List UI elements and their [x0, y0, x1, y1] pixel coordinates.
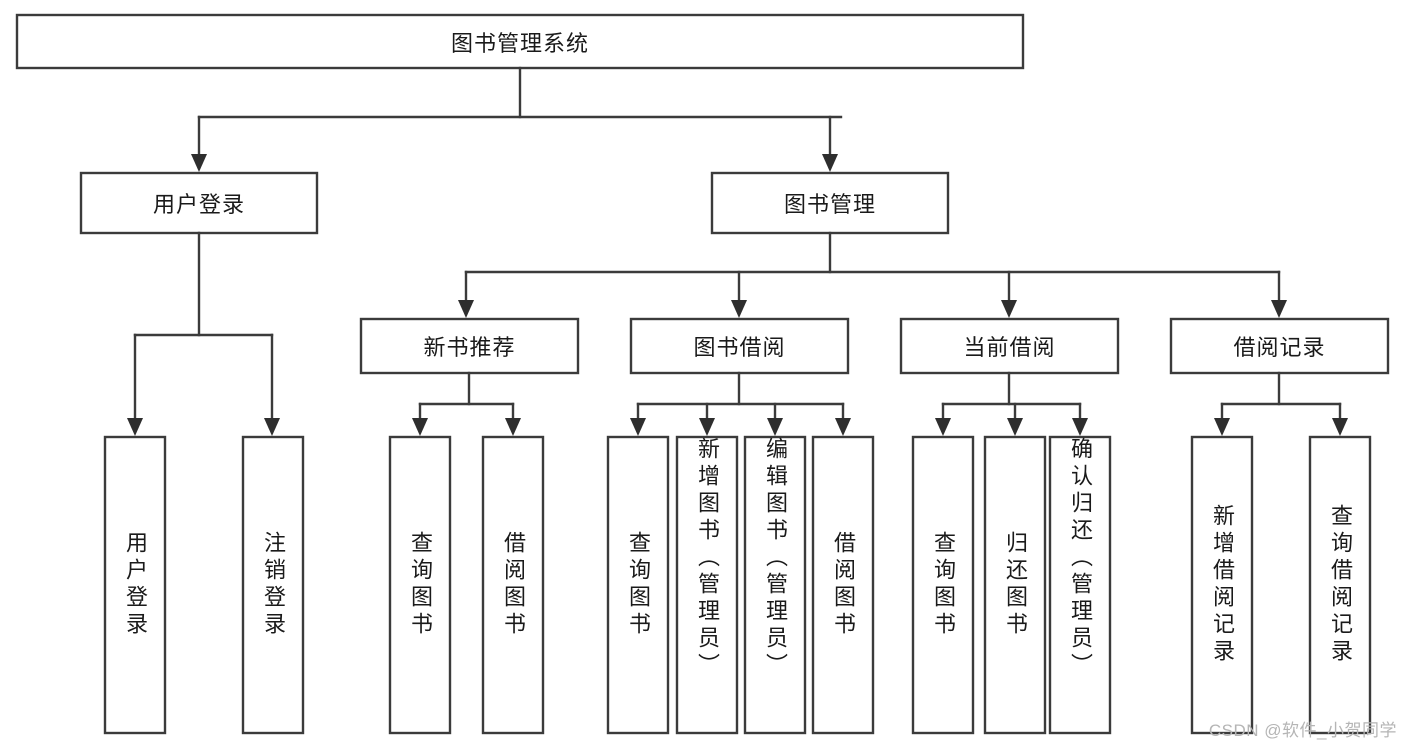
- leaf-label-text-1: 注销登录: [261, 531, 286, 639]
- connector-root-to-level2: [191, 66, 843, 172]
- leaf-label-text-12: 查询借阅记录: [1328, 504, 1353, 666]
- leaf-box-3[interactable]: [481, 435, 545, 735]
- leaf-box-12[interactable]: [1308, 435, 1372, 735]
- node-label-borrow-record: 借阅记录: [1171, 319, 1388, 373]
- watermark-text: CSDN @软件_小贺同学: [1208, 721, 1397, 740]
- leaf-label-text-5: 新增图书（管理员）: [695, 437, 720, 680]
- leaf-label-text-6: 编辑图书（管理员）: [763, 437, 788, 680]
- connector-new-book-recommend-to-leaves: [412, 371, 521, 436]
- borrow-record-label-text: 借阅记录: [1233, 335, 1326, 360]
- user-login-label-text: 用户登录: [152, 192, 245, 217]
- leaf-label-text-10: 确认归还（管理员）: [1068, 437, 1093, 680]
- leaf-label-4: 查询图书: [608, 437, 668, 733]
- leaf-box-0[interactable]: [103, 435, 167, 735]
- leaf-box-1[interactable]: [241, 435, 305, 735]
- leaf-box-6[interactable]: [743, 435, 807, 735]
- leaf-label-text-3: 借阅图书: [501, 531, 526, 639]
- book-management-label-text: 图书管理: [783, 192, 876, 217]
- connector-book-management-to-level3: [458, 231, 1287, 318]
- leaf-label-8: 查询图书: [913, 437, 973, 733]
- leaf-box-2[interactable]: [388, 435, 452, 735]
- node-label-root: 图书管理系统: [17, 15, 1023, 68]
- leaf-label-text-0: 用户登录: [123, 531, 148, 639]
- leaf-label-text-7: 借阅图书: [831, 531, 856, 639]
- leaf-label-11: 新增借阅记录: [1192, 437, 1252, 733]
- leaf-box-10[interactable]: [1048, 435, 1112, 735]
- node-box-new-book-recommend[interactable]: [359, 317, 580, 375]
- connector-current-borrow-to-leaves: [935, 371, 1088, 436]
- node-label-new-book-recommend: 新书推荐: [361, 319, 578, 373]
- leaf-label-6: 编辑图书（管理员）: [745, 437, 805, 733]
- leaf-box-4[interactable]: [606, 435, 670, 735]
- node-label-user-login: 用户登录: [81, 173, 317, 233]
- leaf-box-5[interactable]: [675, 435, 739, 735]
- leaf-label-3: 借阅图书: [483, 437, 543, 733]
- leaf-label-text-11: 新增借阅记录: [1210, 504, 1235, 666]
- leaf-label-text-2: 查询图书: [408, 531, 433, 639]
- leaf-box-8[interactable]: [911, 435, 975, 735]
- leaf-label-9: 归还图书: [985, 437, 1045, 733]
- current-borrow-label-text: 当前借阅: [963, 335, 1056, 360]
- leaf-label-7: 借阅图书: [813, 437, 873, 733]
- node-box-current-borrow[interactable]: [899, 317, 1120, 375]
- node-label-book-management: 图书管理: [712, 173, 948, 233]
- leaf-label-10: 确认归还（管理员）: [1050, 437, 1110, 733]
- connector-book-borrow-to-leaves: [630, 371, 851, 436]
- leaf-label-1: 注销登录: [243, 437, 303, 733]
- leaf-label-12: 查询借阅记录: [1310, 437, 1370, 733]
- node-label-current-borrow: 当前借阅: [901, 319, 1118, 373]
- leaf-box-7[interactable]: [811, 435, 875, 735]
- node-box-root[interactable]: [15, 13, 1025, 70]
- leaf-label-text-8: 查询图书: [931, 531, 956, 639]
- leaf-label-text-4: 查询图书: [626, 531, 651, 639]
- node-label-book-borrow: 图书借阅: [631, 319, 848, 373]
- leaf-label-0: 用户登录: [105, 437, 165, 733]
- leaf-label-5: 新增图书（管理员）: [677, 437, 737, 733]
- connector-user-login-to-leaves: [127, 231, 280, 436]
- node-box-user-login[interactable]: [79, 171, 319, 235]
- leaf-box-9[interactable]: [983, 435, 1047, 735]
- leaf-label-2: 查询图书: [390, 437, 450, 733]
- leaf-box-11[interactable]: [1190, 435, 1254, 735]
- book-borrow-label-text: 图书借阅: [693, 335, 786, 360]
- new-book-recommend-label-text: 新书推荐: [423, 335, 516, 360]
- leaf-label-text-9: 归还图书: [1003, 531, 1028, 639]
- root-label-text: 图书管理系统: [450, 30, 589, 56]
- connector-borrow-record-to-leaves: [1214, 371, 1348, 436]
